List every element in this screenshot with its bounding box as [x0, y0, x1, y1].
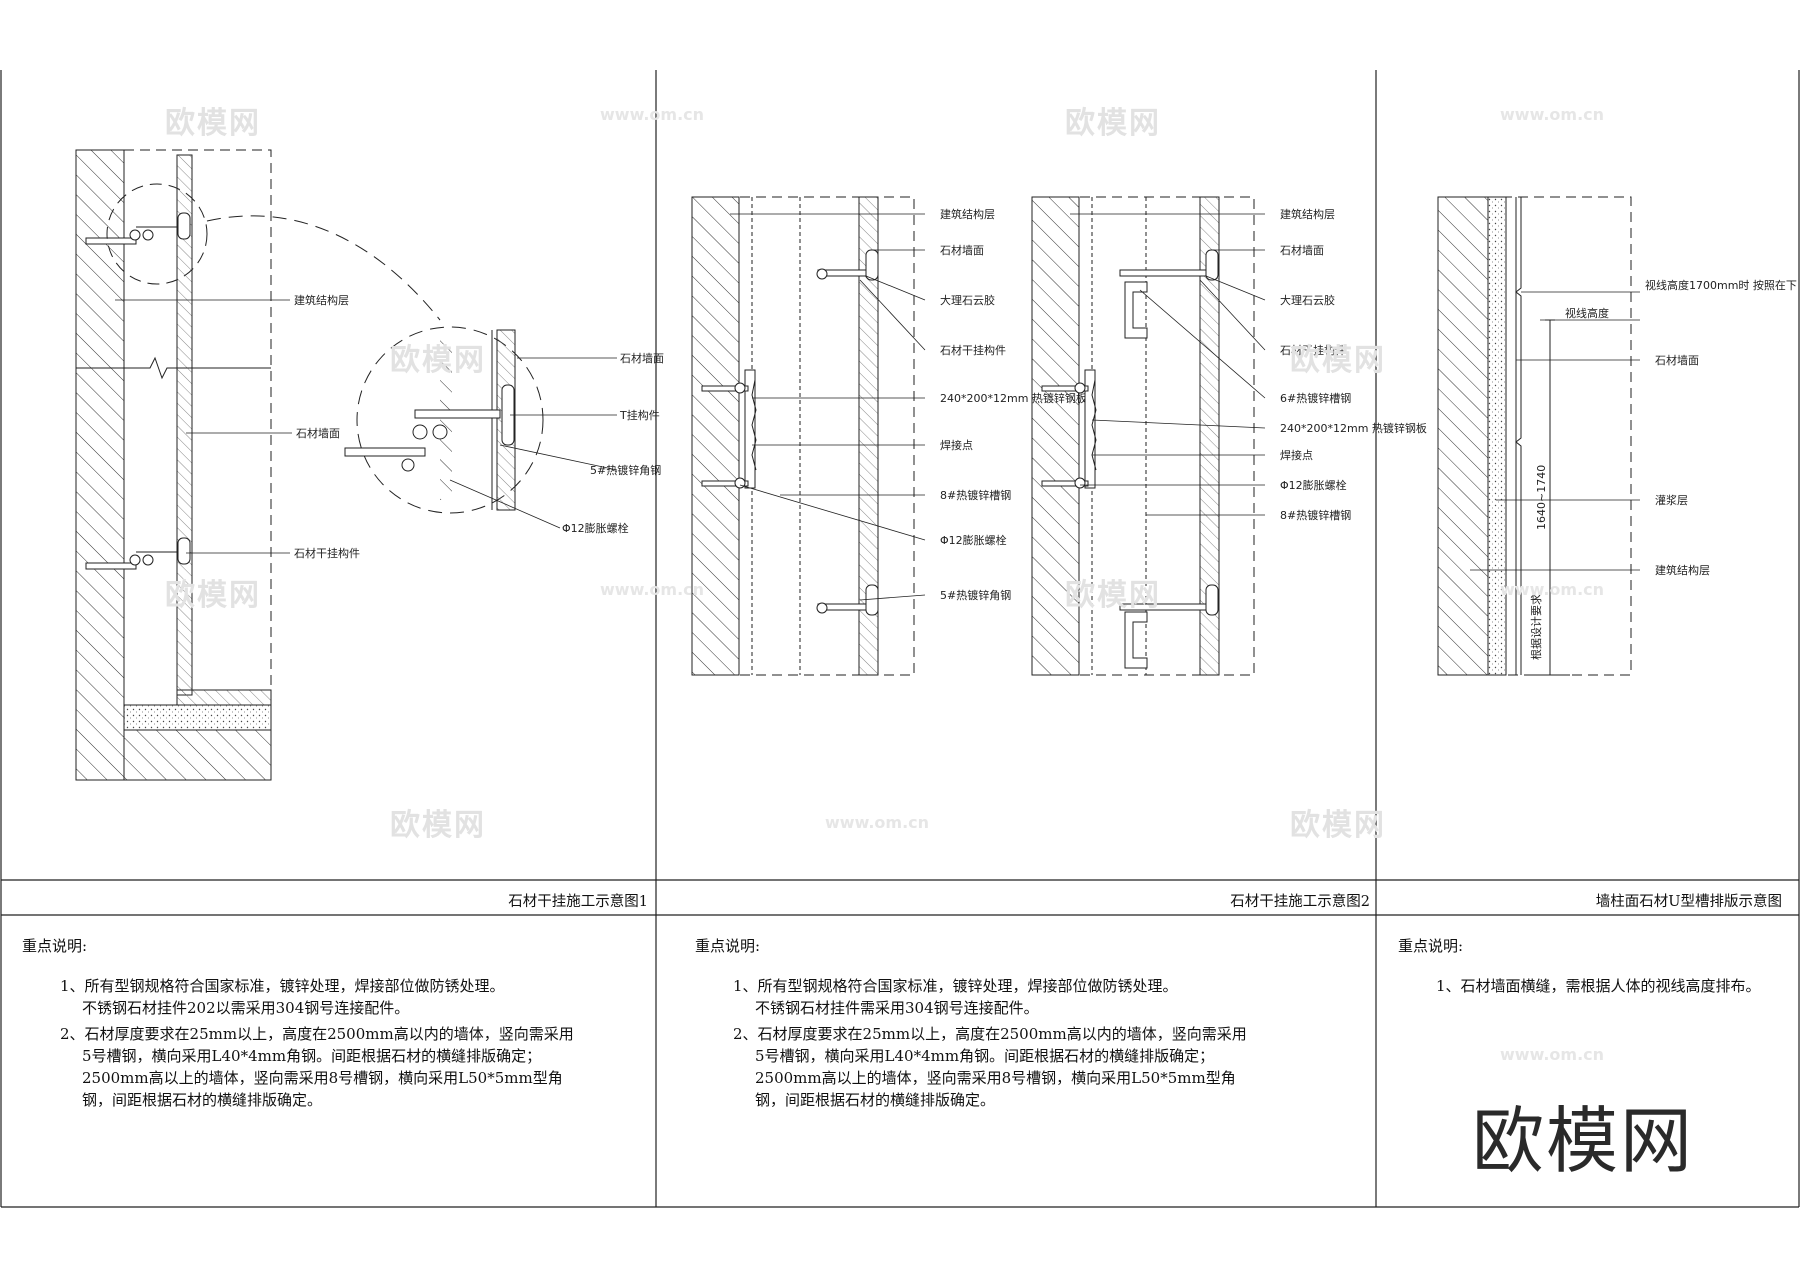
note-item: 2、石材厚度要求在25mm以上，高度在2500mm高以内的墙体，竖向需采用5号槽…: [733, 1025, 1247, 1109]
p2b-label-7: Φ12膨胀螺栓: [1280, 478, 1347, 492]
p1-label-2: 石材干挂构件: [294, 546, 360, 560]
watermark-url: www.om.cn: [825, 813, 930, 832]
p2b-label-0: 建筑结构层: [1280, 207, 1335, 221]
p2a-label-6: 8#热镀锌槽钢: [940, 488, 1011, 502]
p1-detail-label-3: Φ12膨胀螺栓: [562, 521, 629, 535]
p3-label-0: 视线高度1700mm时 按照在下: [1645, 278, 1797, 292]
panel1-section: [75, 149, 544, 781]
note-item: 2、石材厚度要求在25mm以上，高度在2500mm高以内的墙体，竖向需采用5号槽…: [60, 1025, 574, 1109]
watermark-text: 欧模网: [1290, 343, 1386, 378]
p1-label-1: 石材墙面: [296, 426, 340, 440]
panel2-notes: 重点说明: 1、所有型钢规格符合国家标准，镀锌处理，焊接部位做防锈处理。 不锈钢…: [695, 935, 1255, 1115]
watermark-text: 欧模网: [1065, 106, 1161, 141]
panel3-section: [1437, 196, 1632, 676]
panel3-title: 墙柱面石材U型槽排版示意图: [1595, 894, 1782, 910]
p2a-label-1: 石材墙面: [940, 243, 984, 257]
watermark-text: 欧模网: [1290, 808, 1386, 843]
watermark-url: www.om.cn: [1500, 105, 1605, 124]
watermark-text: 欧模网: [390, 808, 486, 843]
p2a-label-2: 大理石云胶: [940, 293, 995, 307]
p2b-label-4: 6#热镀锌槽钢: [1280, 391, 1351, 405]
brand-logo: 欧模网: [1472, 1099, 1695, 1183]
panel2b-section: [1031, 196, 1255, 676]
sheet-frame: [0, 70, 1800, 1208]
notes-heading: 重点说明:: [1398, 937, 1464, 955]
watermark-text: 欧模网: [390, 343, 486, 378]
p3-label-4: 建筑结构层: [1655, 563, 1710, 577]
watermark-text: 欧模网: [1065, 578, 1161, 613]
p2a-label-8: 5#热镀锌角钢: [940, 588, 1011, 602]
note-item: 1、所有型钢规格符合国家标准，镀锌处理，焊接部位做防锈处理。 不锈钢石材挂件需采…: [733, 977, 1178, 1017]
p1-detail-label-2: 5#热镀锌角钢: [590, 463, 661, 477]
note-item: 1、石材墙面横缝，需根据人体的视线高度排布。: [1436, 977, 1761, 995]
panel1-leaders: [115, 299, 618, 554]
watermark-url: www.om.cn: [600, 580, 705, 599]
notes-heading: 重点说明:: [695, 937, 761, 955]
panel3-notes: 重点说明: 1、石材墙面横缝，需根据人体的视线高度排布。: [1398, 935, 1788, 1001]
p3-label-2: 石材墙面: [1655, 353, 1699, 367]
p1-detail-label-0: 石材墙面: [620, 351, 664, 365]
panel2-title: 石材干挂施工示意图2: [1230, 894, 1370, 910]
watermark-text: 欧模网: [165, 106, 261, 141]
p2a-label-3: 石材干挂构件: [940, 343, 1006, 357]
panel2b-leaders: [1070, 213, 1266, 516]
panel2a-leaders: [730, 213, 926, 601]
panel2a-section: [691, 196, 915, 676]
p2b-label-6: 焊接点: [1280, 448, 1313, 462]
p2b-label-5: 240*200*12mm 热镀锌钢板: [1280, 421, 1427, 435]
notes-heading: 重点说明:: [22, 937, 88, 955]
panel3-leaders: [1470, 291, 1640, 571]
p3-dim-label-1: 根据设计要求: [1529, 594, 1543, 660]
p3-label-3: 灌浆层: [1655, 493, 1688, 507]
p2b-label-1: 石材墙面: [1280, 243, 1324, 257]
panel1-title: 石材干挂施工示意图1: [508, 894, 648, 910]
p2a-label-0: 建筑结构层: [940, 207, 995, 221]
p2a-label-5: 焊接点: [940, 438, 973, 452]
p2a-label-7: Φ12膨胀螺栓: [940, 533, 1007, 547]
watermark-url: www.om.cn: [1500, 1045, 1605, 1064]
p2b-label-2: 大理石云胶: [1280, 293, 1335, 307]
watermark-text: 欧模网: [165, 578, 261, 613]
watermark-url: www.om.cn: [1500, 580, 1605, 599]
p1-label-0: 建筑结构层: [294, 293, 349, 307]
p2b-label-3: 石材干挂构件: [1280, 343, 1346, 357]
p1-detail-label-1: T挂构件: [619, 408, 660, 422]
p2b-label-8: 8#热镀锌槽钢: [1280, 508, 1351, 522]
note-item: 1、所有型钢规格符合国家标准，镀锌处理，焊接部位做防锈处理。 不锈钢石材挂件20…: [60, 977, 505, 1017]
panel1-notes: 重点说明: 1、所有型钢规格符合国家标准，镀锌处理，焊接部位做防锈处理。 不锈钢…: [22, 935, 582, 1115]
p3-dim-label-0: 1640~1740: [1535, 465, 1548, 530]
p3-label-1: 视线高度: [1565, 306, 1609, 320]
watermark-url: www.om.cn: [600, 105, 705, 124]
